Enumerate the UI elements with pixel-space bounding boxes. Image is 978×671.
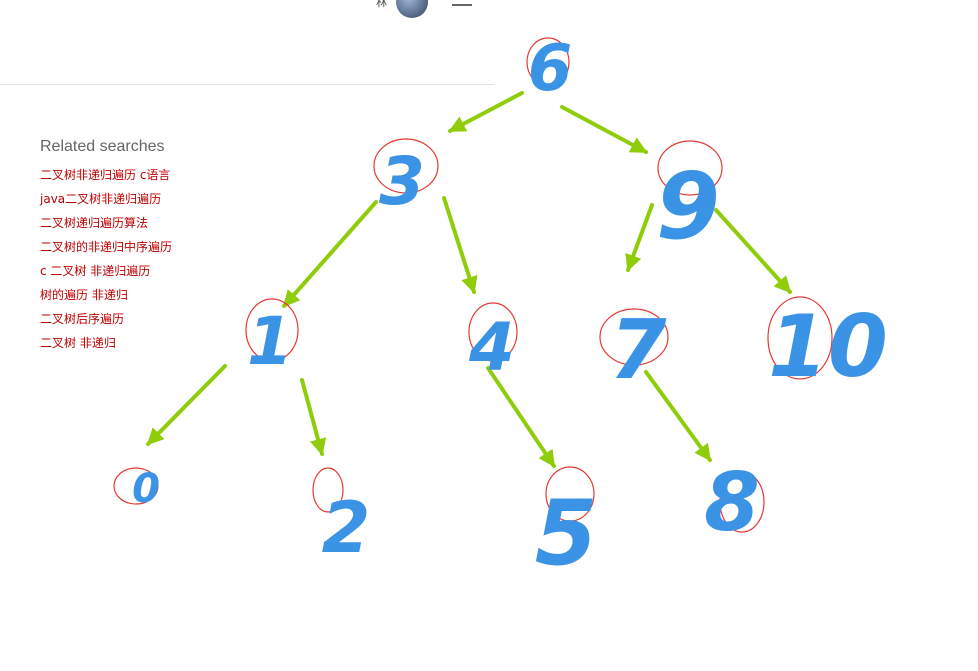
- minimize-icon[interactable]: [452, 4, 472, 6]
- list-item: 二叉树递归遍历算法: [40, 211, 260, 235]
- node-label-6: 6: [528, 32, 573, 106]
- related-search-link[interactable]: java二叉树非递归遍历: [40, 192, 162, 206]
- list-item: java二叉树非递归遍历: [40, 187, 260, 211]
- node-label-8: 8: [704, 456, 760, 549]
- node-circle-4: [468, 302, 518, 362]
- related-search-link[interactable]: 二叉树的非递归中序遍历: [40, 240, 173, 254]
- edge-arrow-3-4: [442, 196, 478, 294]
- edge-arrow-9-7: [625, 203, 654, 272]
- related-search-link[interactable]: 二叉树 非递归: [40, 336, 116, 350]
- list-item: 二叉树的非递归中序遍历: [40, 235, 260, 259]
- list-item: 二叉树后序遍历: [40, 307, 260, 331]
- node-label-5: 5: [535, 481, 598, 586]
- related-searches-panel: Related searches 二叉树非递归遍历 c语言 java二叉树非递归…: [40, 138, 260, 355]
- top-bar: 林: [0, 0, 978, 22]
- node-label-10: 10: [768, 297, 888, 397]
- edge-arrow-6-3: [448, 91, 524, 133]
- edge-arrow-7-8: [644, 370, 712, 462]
- edge-arrow-3-1: [282, 200, 378, 308]
- node-circle-0: [113, 467, 159, 505]
- node-circle-3: [373, 138, 439, 194]
- list-item: 树的遍历 非递归: [40, 283, 260, 307]
- node-circle-5: [545, 466, 595, 522]
- node-label-7: 7: [609, 303, 666, 398]
- node-circle-8: [719, 471, 765, 533]
- list-item: 二叉树 非递归: [40, 331, 260, 355]
- edge-arrow-1-0: [146, 364, 227, 446]
- node-circle-1: [245, 298, 299, 362]
- node-circle-7: [599, 308, 669, 366]
- node-circle-2: [312, 467, 344, 513]
- related-search-link[interactable]: 二叉树递归遍历算法: [40, 216, 149, 230]
- related-searches-title: Related searches: [40, 138, 165, 155]
- user-avatar-icon[interactable]: [396, 0, 428, 18]
- node-label-0: 0: [132, 466, 160, 512]
- related-search-link[interactable]: c 二叉树 非递归遍历: [40, 264, 151, 278]
- divider: [0, 84, 494, 85]
- edge-arrow-6-9: [560, 105, 648, 154]
- related-searches-list: 二叉树非递归遍历 c语言 java二叉树非递归遍历 二叉树递归遍历算法 二叉树的…: [40, 163, 260, 355]
- related-search-link[interactable]: 二叉树后序遍历: [40, 312, 125, 326]
- edge-arrow-4-5: [486, 366, 556, 468]
- node-circle-10: [767, 296, 833, 380]
- node-label-9: 9: [656, 153, 720, 260]
- node-label-2: 2: [322, 487, 371, 569]
- node-label-3: 3: [379, 143, 425, 220]
- list-item: 二叉树非递归遍历 c语言: [40, 163, 260, 187]
- node-circle-9: [657, 140, 723, 196]
- related-search-link[interactable]: 二叉树非递归遍历 c语言: [40, 168, 171, 182]
- edge-arrow-9-10: [714, 208, 792, 294]
- edge-arrow-1-2: [300, 378, 327, 456]
- node-label-1: 1: [247, 303, 293, 380]
- username[interactable]: 林: [376, 0, 387, 9]
- node-label-4: 4: [468, 309, 515, 386]
- node-circle-6: [526, 37, 570, 87]
- list-item: c 二叉树 非递归遍历: [40, 259, 260, 283]
- related-search-link[interactable]: 树的遍历 非递归: [40, 288, 128, 302]
